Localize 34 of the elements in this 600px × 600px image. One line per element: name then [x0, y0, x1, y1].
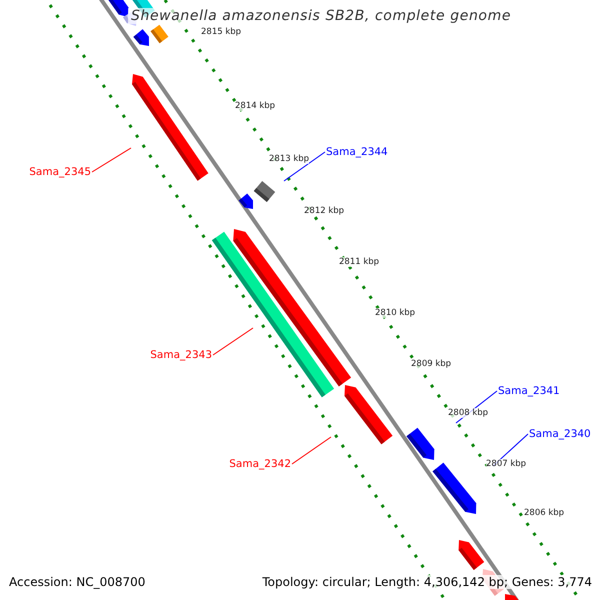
position-tick-label: 2815 kbp	[201, 27, 242, 37]
gene-label: Sama_2340	[529, 428, 591, 440]
gene-label: Sama_2344	[326, 146, 388, 158]
position-tick-label: 2811 kbp	[339, 257, 380, 267]
accession-text: Accession: NC_008700	[9, 575, 146, 589]
gene-block	[432, 462, 476, 514]
gene-block	[212, 232, 334, 398]
gene-block	[458, 540, 484, 570]
gene-label: Sama_2345	[29, 166, 91, 178]
leader-line	[284, 152, 326, 182]
gene-block	[505, 594, 520, 600]
leader-line	[292, 436, 332, 464]
gene-label: Sama_2343	[150, 349, 212, 361]
gene-block	[108, 0, 129, 17]
gene-block	[254, 181, 276, 202]
position-tick-label: 2809 kbp	[411, 359, 452, 369]
position-tick-label: 2807 kbp	[486, 459, 526, 469]
gene-block	[132, 74, 208, 181]
position-tick-label: 2814 kbp	[235, 101, 276, 111]
leader-line	[212, 328, 254, 356]
position-tick-label: 2813 kbp	[269, 154, 310, 164]
gene-block	[150, 24, 168, 44]
leader-line	[92, 148, 132, 172]
gene-label: Sama_2341	[498, 385, 560, 397]
gene-block	[133, 29, 149, 46]
position-tick-label: 2810 kbp	[375, 308, 416, 318]
position-tick-label: 2812 kbp	[304, 206, 344, 216]
gene-block	[344, 385, 393, 444]
gene-block	[238, 194, 253, 209]
position-tick-label: 2808 kbp	[448, 408, 488, 418]
position-tick-label: 2806 kbp	[524, 508, 564, 518]
gene-label: Sama_2342	[229, 458, 291, 470]
gene-block	[406, 428, 434, 460]
genome-summary-text: Topology: circular; Length: 4,306,142 bp; Genes: 3,774	[262, 575, 592, 589]
